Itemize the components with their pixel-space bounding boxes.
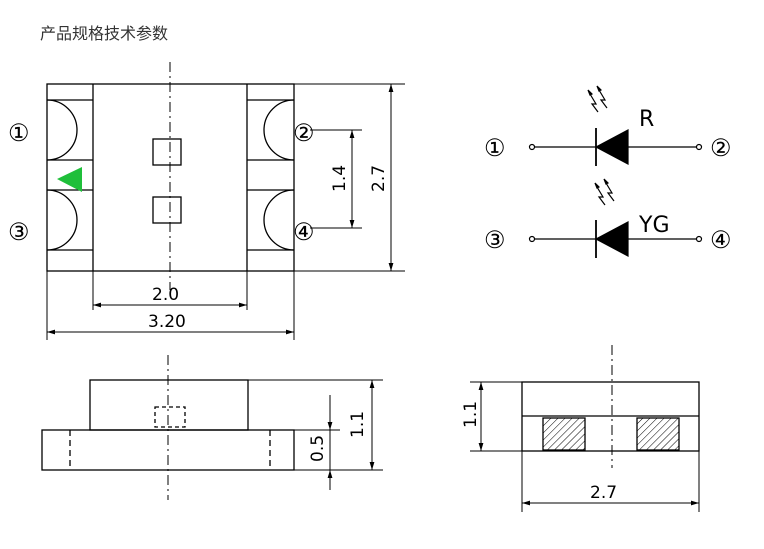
- schematic-pin-2: ②: [710, 134, 732, 162]
- notch-bottom-left: [46, 189, 78, 251]
- schematic-led-bottom: [528, 178, 703, 258]
- dim-outer-width: 3.20: [148, 312, 186, 332]
- end-dimensions: [470, 381, 700, 512]
- dim-pad-pitch: 1.4: [330, 165, 350, 192]
- top-view: [46, 83, 295, 272]
- notch-bottom-right: [263, 189, 295, 251]
- dim-end-height: 1.1: [461, 401, 481, 428]
- dim-total-height: 2.7: [369, 165, 389, 192]
- led-top-label: R: [639, 107, 654, 132]
- notch-top-right: [263, 99, 295, 161]
- pin-2-label: ②: [293, 119, 315, 147]
- pin-1-label: ①: [8, 119, 30, 147]
- dim-base-height: 0.5: [308, 435, 328, 462]
- chip-upper: [152, 138, 182, 166]
- schematic-pin-4: ④: [710, 226, 732, 254]
- schematic-led-top: [528, 85, 703, 166]
- polarity-mark: [57, 167, 82, 192]
- dim-side-height: 1.1: [348, 411, 368, 438]
- page-title: 产品规格技术参数: [40, 24, 169, 43]
- notch-top-left: [46, 99, 78, 161]
- dim-end-width: 2.7: [590, 483, 617, 503]
- end-view: [521, 381, 700, 452]
- schematic-pin-3: ③: [484, 226, 506, 254]
- led-bottom-label: YG: [638, 213, 670, 238]
- pin-3-label: ③: [8, 218, 30, 246]
- pin-4-label: ④: [293, 218, 315, 246]
- dim-inner-width: 2.0: [152, 285, 179, 305]
- chip-lower: [152, 196, 182, 224]
- top-dimensions: [46, 83, 405, 340]
- schematic-pin-1: ①: [484, 134, 506, 162]
- side-dimensions: [248, 379, 383, 490]
